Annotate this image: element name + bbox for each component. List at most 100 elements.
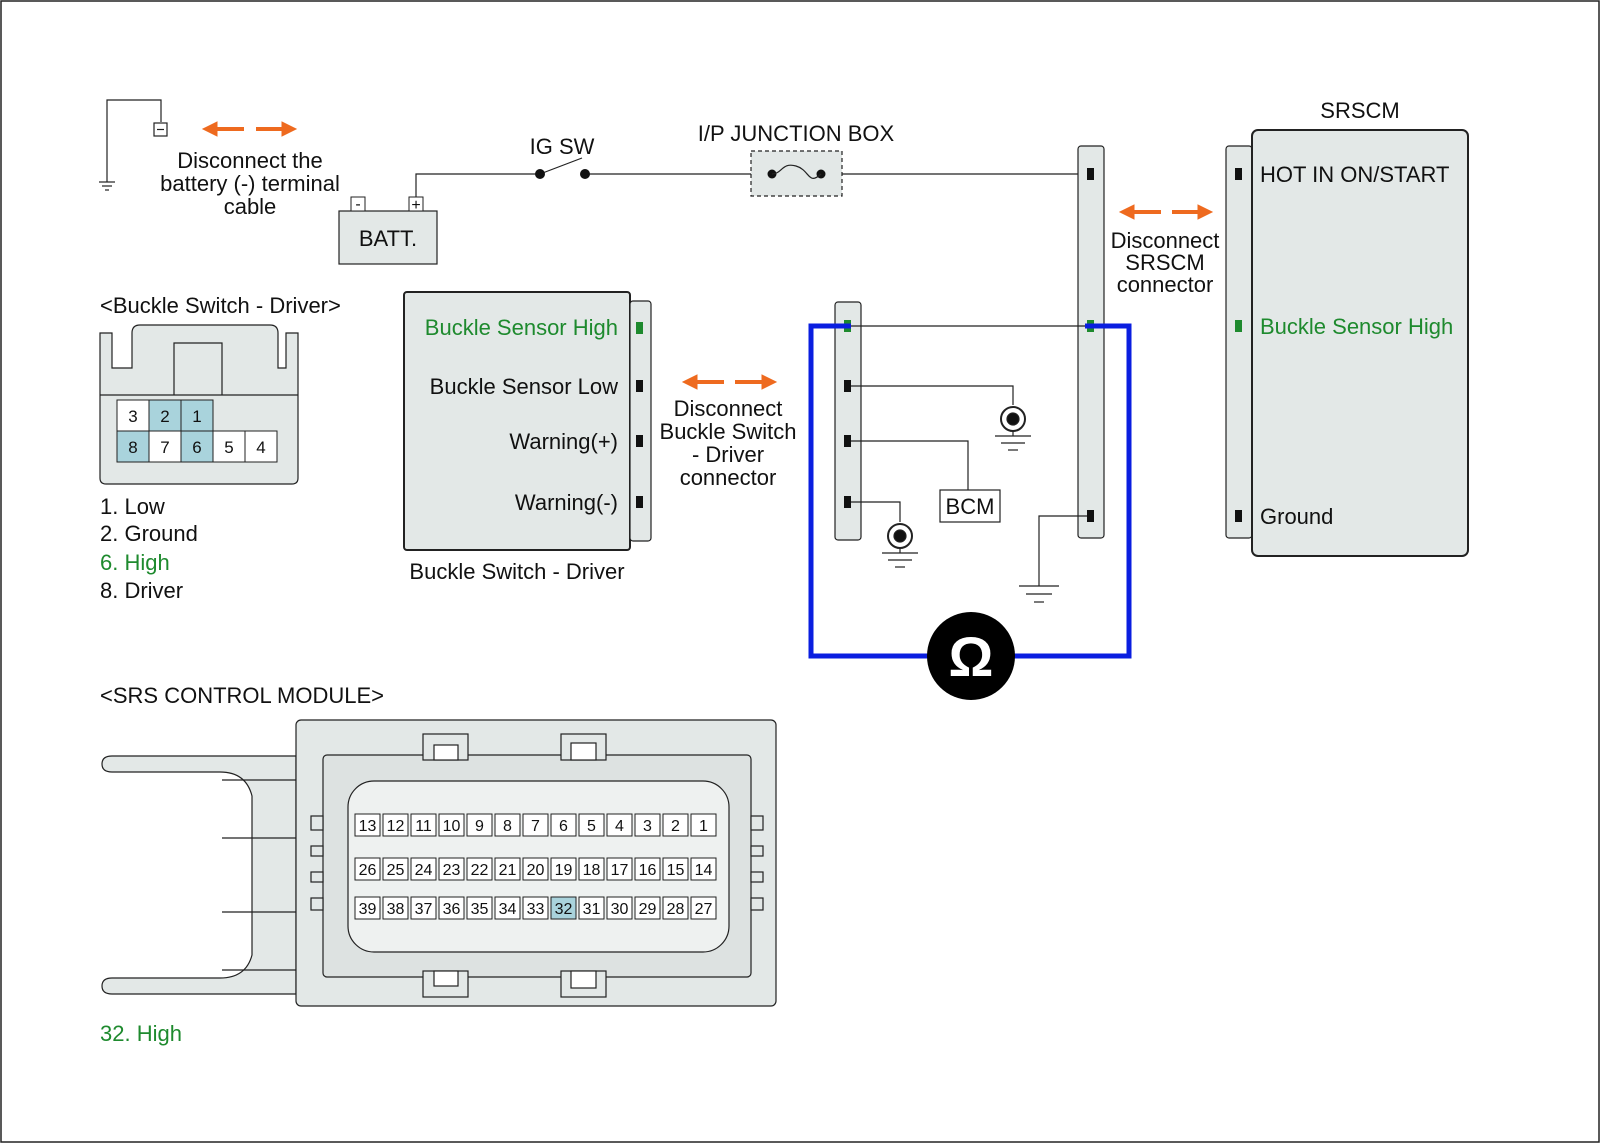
srs-pin-1: 1 xyxy=(699,818,708,835)
srs-pin-cell-35 xyxy=(466,896,493,920)
srs-pin-cell-32 xyxy=(550,896,577,920)
srs-pin-cell-30 xyxy=(606,896,633,920)
ohmmeter-leads xyxy=(808,323,1132,659)
srs-pin-cell-34 xyxy=(494,896,521,920)
buckle-pin-6: 6 xyxy=(192,438,201,457)
bcm-box xyxy=(939,489,1001,523)
srs-pin-cell-33 xyxy=(522,896,549,920)
buckle-disconnect-label-4: connector xyxy=(680,465,777,490)
fuse-icon xyxy=(750,150,843,197)
srs-pin-30: 30 xyxy=(611,901,629,918)
srs-pin-9: 9 xyxy=(475,818,484,835)
srs-pin-cell-1 xyxy=(690,813,717,837)
battery-disconnect-label-1: Disconnect the xyxy=(177,148,323,173)
srs-pin-34: 34 xyxy=(499,901,517,918)
srs-pin-23: 23 xyxy=(443,862,461,879)
srs-pin-cell-11 xyxy=(410,813,437,837)
srs-pin-cell-13 xyxy=(354,813,381,837)
srs-pin-12: 12 xyxy=(387,818,405,835)
srs-pin-2: 2 xyxy=(671,818,680,835)
srs-pin-cell-15 xyxy=(662,857,689,881)
srs-pin-cell-23 xyxy=(438,857,465,881)
srs-pin-cell-3 xyxy=(634,813,661,837)
battery-disconnect-arrow-icon xyxy=(201,121,298,137)
buckle-pin-4: 4 xyxy=(256,438,265,457)
srscm-harness-connector xyxy=(1077,145,1105,539)
signal-wires xyxy=(851,325,1087,522)
buckle-pin-5: 5 xyxy=(224,438,233,457)
buckle-view-title: <Buckle Switch - Driver> xyxy=(100,293,341,318)
srs-pin-11: 11 xyxy=(415,818,432,835)
battery-disconnect-label-3: cable xyxy=(224,194,277,219)
srscm-module xyxy=(1225,129,1469,557)
srs-pin-27: 27 xyxy=(695,901,713,918)
battery: - + BATT. xyxy=(338,196,438,265)
srscm-disconnect-arrow-icon xyxy=(1118,204,1214,220)
srs-pin-cell-25 xyxy=(382,857,409,881)
srs-pin-14: 14 xyxy=(695,862,713,879)
srs-pin-18: 18 xyxy=(583,862,601,879)
srs-pin-cell-18 xyxy=(578,857,605,881)
srs-pin-38: 38 xyxy=(387,901,405,918)
srs-pin-32: 32 xyxy=(555,901,573,918)
srs-pin-cell-19 xyxy=(550,857,577,881)
buckle-disconnect-arrow-icon xyxy=(681,374,778,390)
buckle-disconnect-label-1: Disconnect xyxy=(674,396,783,421)
srs-pin-cell-24 xyxy=(410,857,437,881)
ignition-switch-icon xyxy=(535,169,590,179)
srscm-pin-hot-in: HOT IN ON/START xyxy=(1260,162,1449,187)
buckle-pin-7: 7 xyxy=(160,438,169,457)
ohmmeter-icon: Ω xyxy=(927,612,1015,700)
buckle-switch-pin-warning-pos: Warning(+) xyxy=(509,429,618,454)
ig-sw-label: IG SW xyxy=(530,134,595,159)
srscm-title: SRSCM xyxy=(1320,98,1399,123)
srs-pin-31: 31 xyxy=(583,901,601,918)
bcm-label: BCM xyxy=(946,494,995,519)
buckle-legend-low: 1. Low xyxy=(100,494,165,519)
srs-pin-16: 16 xyxy=(639,862,657,879)
junction-box-label: I/P JUNCTION BOX xyxy=(698,121,895,146)
battery-positive-terminal: + xyxy=(411,197,420,214)
srs-pin-5: 5 xyxy=(587,818,596,835)
srs-pin-37: 37 xyxy=(415,901,433,918)
srs-pin-cell-16 xyxy=(634,857,661,881)
srs-legend-high: 32. High xyxy=(100,1021,182,1046)
buckle-disconnect-label-2: Buckle Switch xyxy=(660,419,797,444)
srs-pin-33: 33 xyxy=(527,901,545,918)
srs-pin-cell-14 xyxy=(690,857,717,881)
srs-pin-cell-38 xyxy=(382,896,409,920)
srs-pin-21: 21 xyxy=(499,862,517,879)
srs-pin-cell-39 xyxy=(354,896,381,920)
srs-pin-25: 25 xyxy=(387,862,405,879)
srs-pin-cell-22 xyxy=(466,857,493,881)
buckle-pin-1: 1 xyxy=(192,407,201,426)
srs-pin-cell-4 xyxy=(606,813,633,837)
srs-pin-cell-7 xyxy=(522,813,549,837)
srs-pin-cell-10 xyxy=(438,813,465,837)
buckle-legend-driver: 8. Driver xyxy=(100,578,183,603)
srs-pin-13: 13 xyxy=(359,818,377,835)
srs-pin-22: 22 xyxy=(471,862,489,879)
srs-pin-6: 6 xyxy=(559,818,568,835)
battery-negative-terminal: - xyxy=(355,196,360,213)
chassis-ground-icon xyxy=(882,523,918,568)
buckle-legend-ground: 2. Ground xyxy=(100,521,198,546)
ground-symbol-icon xyxy=(1019,515,1087,603)
chassis-ground-icon xyxy=(995,406,1031,451)
srs-pin-cell-36 xyxy=(438,896,465,920)
srs-pin-cell-2 xyxy=(662,813,689,837)
srs-pin-15: 15 xyxy=(667,862,685,879)
srs-pin-cell-12 xyxy=(382,813,409,837)
buckle-pin-8: 8 xyxy=(128,438,137,457)
srscm-pin-ground: Ground xyxy=(1260,504,1333,529)
srs-pin-cell-9 xyxy=(466,813,493,837)
srs-pin-26: 26 xyxy=(359,862,377,879)
battery-disconnect-label-2: battery (-) terminal xyxy=(160,171,340,196)
srs-pin-8: 8 xyxy=(503,818,512,835)
buckle-legend-high: 6. High xyxy=(100,550,170,575)
srscm-disconnect-label-2: SRSCM xyxy=(1125,250,1204,275)
buckle-switch-module xyxy=(403,291,652,551)
srs-pin-cell-31 xyxy=(578,896,605,920)
